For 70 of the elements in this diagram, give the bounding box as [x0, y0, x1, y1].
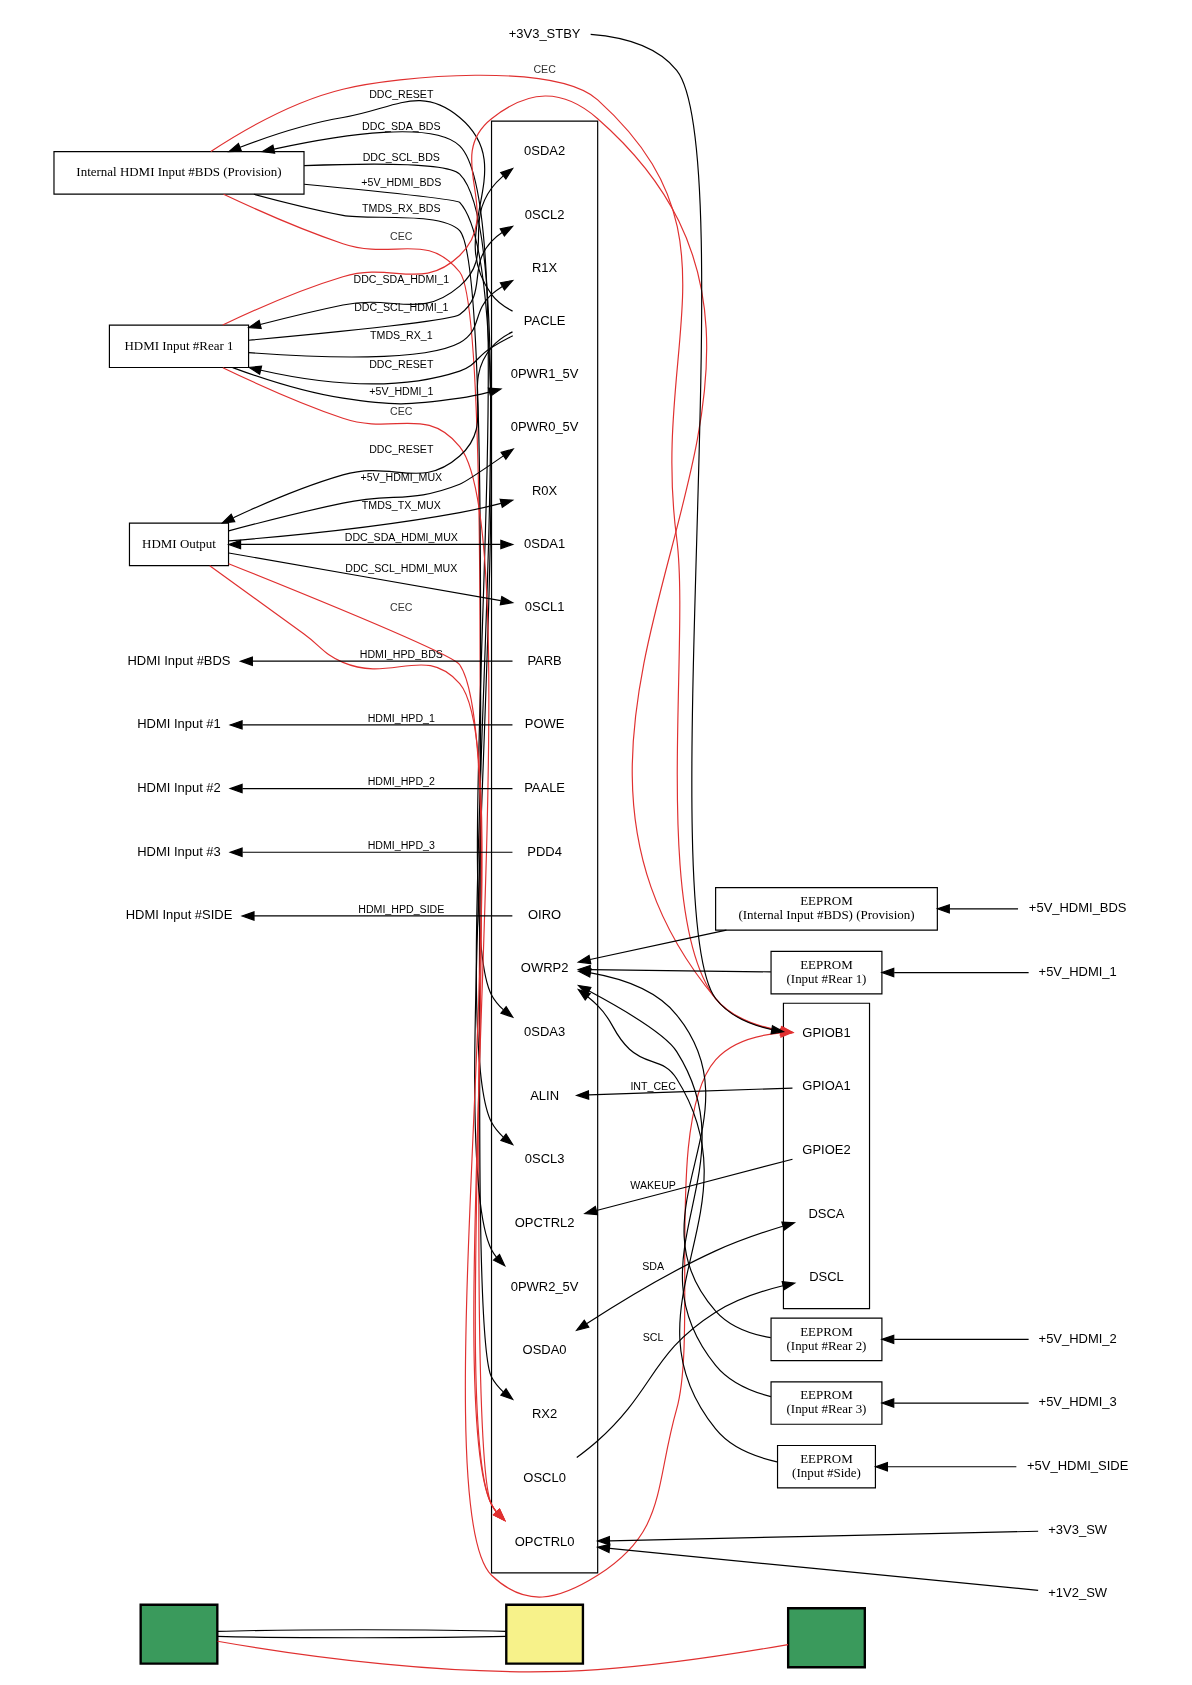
node-text: OPCTRL0 — [514, 1533, 575, 1549]
node-text: GPIOB1 — [801, 1024, 851, 1040]
edge-label: DDC_RESET — [368, 87, 433, 100]
edge-label: DDC_SDA_BDS — [361, 119, 441, 132]
node-text: GPIOA1 — [801, 1077, 851, 1093]
edge-label: INT_CEC — [629, 1079, 676, 1092]
node-text: HDMI Input #1 — [136, 715, 221, 731]
node-text: 0SDA3 — [523, 1023, 565, 1039]
node-text: DSCL — [808, 1268, 844, 1284]
edge-label: HDMI_HPD_BDS — [359, 647, 443, 660]
node-text: RX2 — [531, 1405, 557, 1421]
node-text: DSCA — [807, 1205, 844, 1221]
edge-label: CEC — [389, 229, 413, 242]
edge-label: CEC — [532, 62, 556, 75]
node-text: 0SDA1 — [523, 535, 565, 551]
node-text: +1V2_SW — [1047, 1584, 1107, 1600]
node-text: +5V_HDMI_BDS — [1028, 899, 1127, 915]
node-text: HDMI Input #2 — [136, 779, 221, 795]
node-text: R1X — [531, 259, 557, 275]
edge-label: TMDS_RX_1 — [369, 328, 433, 341]
edge-label: HDMI_HPD_2 — [367, 774, 435, 787]
node-text: HDMI Input #3 — [136, 843, 221, 859]
edge-label: CEC — [389, 404, 413, 417]
node-text: POWE — [524, 715, 564, 731]
edge-label: DDC_SCL_HDMI_1 — [353, 300, 448, 313]
edge-label: DDC_RESET — [368, 357, 433, 370]
node-text: 0PWR2_5V — [510, 1278, 578, 1294]
node-text: +5V_HDMI_SIDE — [1026, 1457, 1128, 1473]
node-text: 0SDA2 — [523, 142, 565, 158]
node-text: OWRP2 — [520, 959, 568, 975]
node-text: 0SCL2 — [524, 206, 564, 222]
edge-label: SCL — [642, 1330, 663, 1343]
node-text: OPCTRL2 — [514, 1214, 575, 1230]
edge-label: HDMI_HPD_3 — [367, 838, 435, 851]
node-text: 0PWR0_5V — [510, 418, 578, 434]
edge-label: TMDS_RX_BDS — [361, 201, 441, 214]
edge-label: +5V_HDMI_MUX — [359, 470, 442, 483]
edge-label: DDC_SDA_HDMI_MUX — [344, 530, 458, 543]
edge-label: HDMI_HPD_SIDE — [357, 902, 444, 915]
node-text: PDD4 — [526, 843, 562, 859]
edge-label: TMDS_TX_MUX — [361, 498, 441, 511]
node-text: GPIOE2 — [801, 1141, 851, 1157]
node-text: HDMI Input #BDS — [126, 652, 231, 668]
node-text: +5V_HDMI_2 — [1038, 1330, 1117, 1346]
node-text: OIRO — [527, 906, 561, 922]
edge-label: WAKEUP — [629, 1178, 676, 1191]
edge-label: DDC_SDA_HDMI_1 — [353, 272, 449, 285]
node-text: +3V3_SW — [1047, 1521, 1107, 1537]
edge-label: SDA — [641, 1259, 664, 1272]
node-text: ALIN — [529, 1087, 559, 1103]
node-text: +5V_HDMI_1 — [1038, 963, 1117, 979]
node-text: 0PWR1_5V — [510, 365, 578, 381]
node-text: OSCL0 — [522, 1469, 566, 1485]
edge-label: CEC — [389, 600, 413, 613]
node-text: OSDA0 — [522, 1341, 567, 1357]
node-text: R0X — [531, 482, 557, 498]
edge-label: DDC_RESET — [368, 442, 433, 455]
edge-label: +5V_HDMI_BDS — [360, 175, 441, 188]
node-text: PAALE — [523, 779, 565, 795]
node-text: +3V3_STBY — [508, 25, 580, 41]
node-text: PARB — [526, 652, 562, 668]
edge-label: +5V_HDMI_1 — [368, 384, 433, 397]
node-text: 0SCL3 — [524, 1150, 564, 1166]
edge-label: HDMI_HPD_1 — [367, 711, 435, 724]
node-text: PACLE — [523, 312, 565, 328]
edge-label: DDC_SCL_BDS — [362, 150, 440, 163]
edge-label: DDC_SCL_HDMI_MUX — [344, 561, 457, 574]
node-text: +5V_HDMI_3 — [1038, 1393, 1117, 1409]
node-text: 0SCL1 — [524, 598, 564, 614]
node-text: HDMI Input #SIDE — [125, 906, 232, 922]
